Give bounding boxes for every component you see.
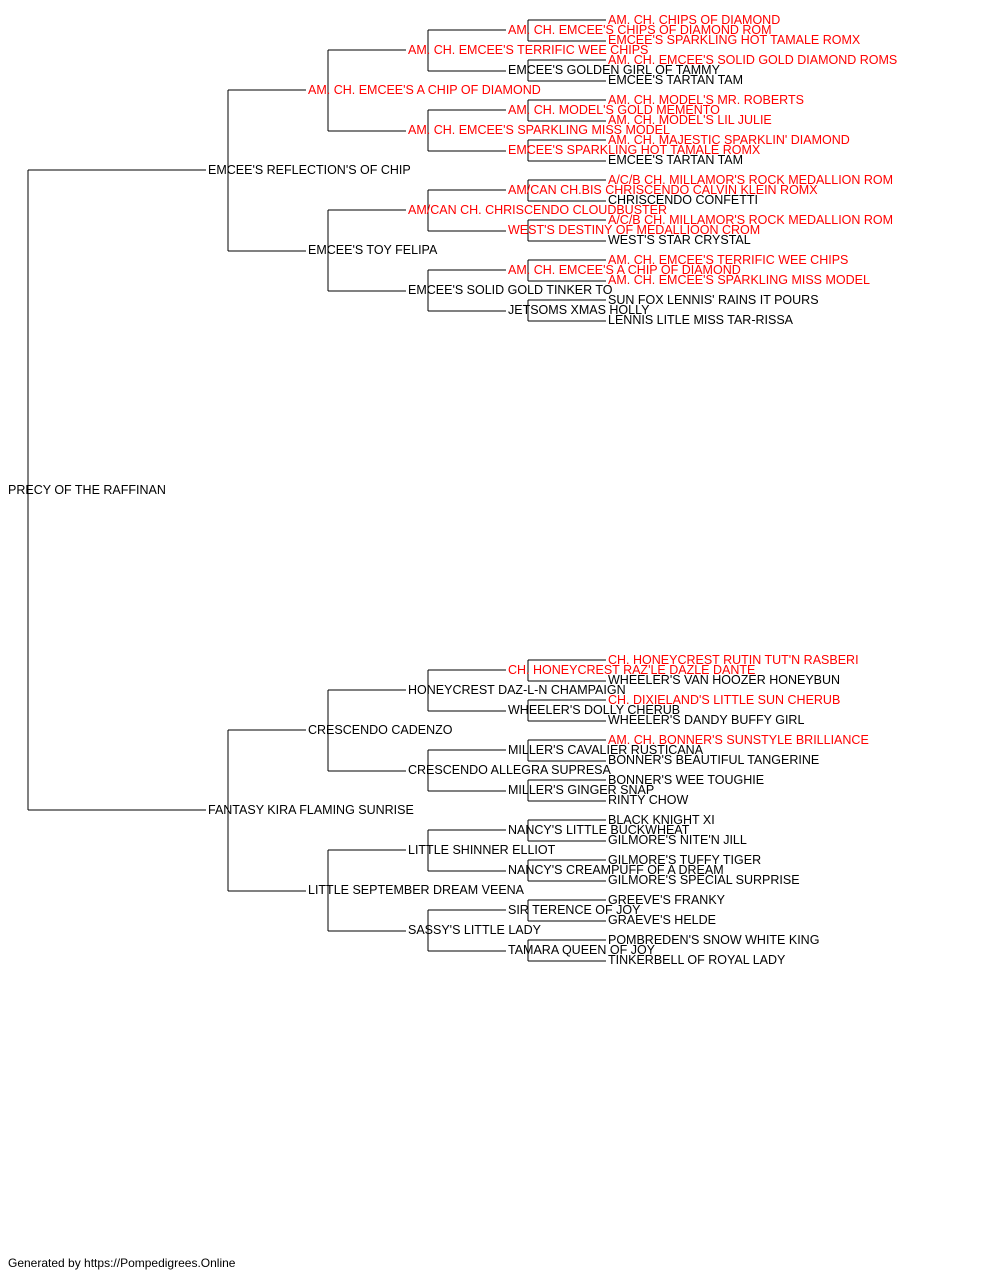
pedigree-sire-gen5: BLACK KNIGHT XI bbox=[608, 813, 715, 827]
pedigree-dam-gen5: GILMORE'S SPECIAL SURPRISE bbox=[608, 873, 800, 887]
pedigree-sire-gen1: EMCEE'S REFLECTION'S OF CHIP bbox=[208, 163, 411, 177]
pedigree-dam-gen5: LENNIS LITLE MISS TAR-RISSA bbox=[608, 313, 794, 327]
pedigree-sire-gen3: LITTLE SHINNER ELLIOT bbox=[408, 843, 556, 857]
pedigree-sire-gen4: NANCY'S LITTLE BUCKWHEAT bbox=[508, 823, 690, 837]
pedigree-sire-gen3: AM. CH. EMCEE'S TERRIFIC WEE CHIPS bbox=[408, 43, 648, 57]
pedigree-dam-gen4: NANCY'S CREAMPUFF OF A DREAM bbox=[508, 863, 724, 877]
pedigree-sire-gen5: AM. CH. MAJESTIC SPARKLIN' DIAMOND bbox=[608, 133, 850, 147]
pedigree-sire-gen4: AM. CH. EMCEE'S A CHIP OF DIAMOND bbox=[508, 263, 741, 277]
pedigree-dam-gen5: GRAEVE'S HELDE bbox=[608, 913, 716, 927]
pedigree-sire-gen5: AM. CH. EMCEE'S SOLID GOLD DIAMOND ROMS bbox=[608, 53, 897, 67]
pedigree-dam-gen4: WHEELER'S DOLLY CHERUB bbox=[508, 703, 680, 717]
pedigree-dam-gen4: MILLER'S GINGER SNAP bbox=[508, 783, 654, 797]
pedigree-sire-gen4: AM. CH. EMCEE'S CHIPS OF DIAMOND ROM bbox=[508, 23, 772, 37]
pedigree-dam-gen5: TINKERBELL OF ROYAL LADY bbox=[608, 953, 786, 967]
pedigree-dam-gen5: WHEELER'S DANDY BUFFY GIRL bbox=[608, 713, 804, 727]
pedigree-sire-gen5: CH. HONEYCREST RUTIN TUT'N RASBERI bbox=[608, 653, 859, 667]
pedigree-dam-gen4: WEST'S DESTINY OF MEDALLIOON CROM bbox=[508, 223, 760, 237]
pedigree-sire-gen3: AM/CAN CH. CHRISCENDO CLOUDBUSTER bbox=[408, 203, 667, 217]
pedigree-sire-gen4: AM/CAN CH.BIS CHRISCENDO CALVIN KLEIN RO… bbox=[508, 183, 818, 197]
pedigree-dam-gen5: BONNER'S BEAUTIFUL TANGERINE bbox=[608, 753, 819, 767]
pedigree-dam-gen4: EMCEE'S SPARKLING HOT TAMALE ROMX bbox=[508, 143, 761, 157]
pedigree-sire-gen2: CRESCENDO CADENZO bbox=[308, 723, 453, 737]
pedigree-sire-gen5: BONNER'S WEE TOUGHIE bbox=[608, 773, 764, 787]
pedigree-dam-gen2: EMCEE'S TOY FELIPA bbox=[308, 243, 438, 257]
pedigree-dam-gen5: GILMORE'S NITE'N JILL bbox=[608, 833, 747, 847]
pedigree-dam-gen1: FANTASY KIRA FLAMING SUNRISE bbox=[208, 803, 414, 817]
pedigree-sire-gen5: AM. CH. MODEL'S MR. ROBERTS bbox=[608, 93, 804, 107]
pedigree-sire-gen5: A/C/B CH. MILLAMOR'S ROCK MEDALLION ROM bbox=[608, 173, 893, 187]
pedigree-dam-gen3: AM. CH. EMCEE'S SPARKLING MISS MODEL bbox=[408, 123, 670, 137]
pedigree-dam-gen5: RINTY CHOW bbox=[608, 793, 689, 807]
footer-credit: Generated by https://Pompedigrees.Online bbox=[8, 1256, 236, 1270]
pedigree-dam-gen5: CHRISCENDO CONFETTI bbox=[608, 193, 758, 207]
pedigree-sire-gen4: AM. CH. MODEL'S GOLD MEMENTO bbox=[508, 103, 720, 117]
pedigree-dam-gen5: WHEELER'S VAN HOOZER HONEYBUN bbox=[608, 673, 840, 687]
pedigree-dam-gen3: EMCEE'S SOLID GOLD TINKER TO bbox=[408, 283, 613, 297]
pedigree-dam-gen3: SASSY'S LITTLE LADY bbox=[408, 923, 542, 937]
pedigree-sire-gen4: MILLER'S CAVALIER RUSTICANA bbox=[508, 743, 704, 757]
pedigree-sire-gen5: CH. DIXIELAND'S LITTLE SUN CHERUB bbox=[608, 693, 840, 707]
pedigree-tree: AM. CH. CHIPS OF DIAMOND EMCEE'S SPARKLIN… bbox=[8, 13, 897, 967]
pedigree-dam-gen5: EMCEE'S TARTAN TAM bbox=[608, 153, 743, 167]
pedigree-dam-gen5: AM. CH. MODEL'S LIL JULIE bbox=[608, 113, 772, 127]
pedigree-dam-gen4: EMCEE'S GOLDEN GIRL OF TAMMY bbox=[508, 63, 721, 77]
pedigree-dam-gen4: TAMARA QUEEN OF JOY bbox=[508, 943, 656, 957]
pedigree-sire-gen5: SUN FOX LENNIS' RAINS IT POURS bbox=[608, 293, 819, 307]
pedigree-sire-gen5: GREEVE'S FRANKY bbox=[608, 893, 726, 907]
pedigree-dam-gen3: CRESCENDO ALLEGRA SUPRESA bbox=[408, 763, 612, 777]
pedigree-sire-gen5: AM. CH. CHIPS OF DIAMOND bbox=[608, 13, 780, 27]
pedigree-sire-gen5: GILMORE'S TUFFY TIGER bbox=[608, 853, 761, 867]
pedigree-sire-gen5: POMBREDEN'S SNOW WHITE KING bbox=[608, 933, 819, 947]
pedigree-dam-gen5: AM. CH. EMCEE'S SPARKLING MISS MODEL bbox=[608, 273, 870, 287]
pedigree-dam-gen2: LITTLE SEPTEMBER DREAM VEENA bbox=[308, 883, 525, 897]
pedigree-sire-gen5: AM. CH. EMCEE'S TERRIFIC WEE CHIPS bbox=[608, 253, 848, 267]
pedigree-sire-gen3: HONEYCREST DAZ-L-N CHAMPAIGN bbox=[408, 683, 626, 697]
pedigree-sire-gen5: AM. CH. BONNER'S SUNSTYLE BRILLIANCE bbox=[608, 733, 869, 747]
pedigree-sire-gen2: AM. CH. EMCEE'S A CHIP OF DIAMOND bbox=[308, 83, 541, 97]
pedigree-subject: PRECY OF THE RAFFINAN bbox=[8, 483, 166, 497]
pedigree-sire-gen4: CH. HONEYCREST RAZ'LE DAZLE DANTE bbox=[508, 663, 755, 677]
pedigree-dam-gen5: EMCEE'S TARTAN TAM bbox=[608, 73, 743, 87]
pedigree-dam-gen5: WEST'S STAR CRYSTAL bbox=[608, 233, 751, 247]
pedigree-dam-gen4: JETSOMS XMAS HOLLY bbox=[508, 303, 650, 317]
pedigree-sire-gen5: A/C/B CH. MILLAMOR'S ROCK MEDALLION ROM bbox=[608, 213, 893, 227]
pedigree-dam-gen5: EMCEE'S SPARKLING HOT TAMALE ROMX bbox=[608, 33, 861, 47]
pedigree-connectors bbox=[27, 19, 606, 962]
pedigree-sire-gen4: SIR TERENCE OF JOY bbox=[508, 903, 641, 917]
pedigree-labels: AM. CH. CHIPS OF DIAMOND EMCEE'S SPARKLIN… bbox=[8, 13, 897, 967]
